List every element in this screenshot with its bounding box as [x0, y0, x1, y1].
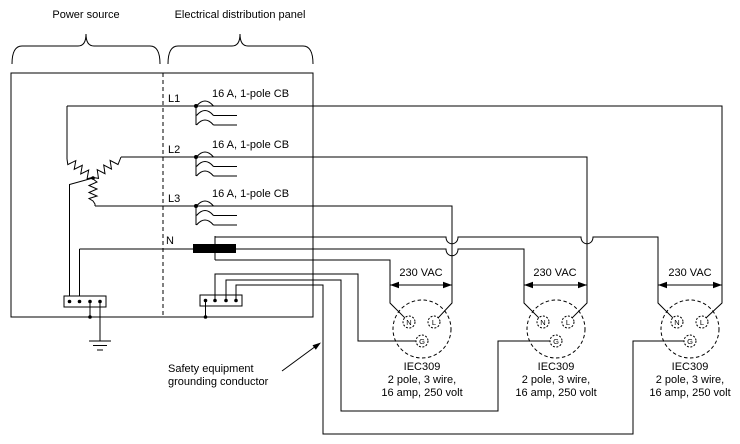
- line-pin: [427, 315, 441, 329]
- voltage-label: 230 VAC: [668, 267, 711, 279]
- junction-dot: [88, 315, 92, 319]
- outlet-1: 230 VAC N L G IEC309 2 pole, 3 wire, 16 …: [381, 267, 462, 399]
- line-pin-label: L: [566, 318, 570, 327]
- power-source-label: Power source: [52, 9, 119, 21]
- enclosure-box: [10, 72, 314, 318]
- breaker-label: 16 A, 1-pole CB: [212, 139, 289, 151]
- neutral-pin: [670, 315, 684, 329]
- outlet-spec-2: 16 amp, 250 volt: [649, 387, 730, 399]
- l3-wire: [95, 205, 453, 319]
- line-pin: [695, 315, 709, 329]
- safety-note-line2: grounding conductor: [168, 376, 269, 388]
- safety-note-line1: Safety equipment: [168, 363, 254, 375]
- outlet-title: IEC309: [672, 361, 709, 373]
- circuit-breaker-l2: 16 A, 1-pole CB: [194, 139, 289, 177]
- outlet-3: 230 VAC N L G IEC309 2 pole, 3 wire, 16 …: [649, 267, 730, 399]
- bus-label-l1: L1: [168, 93, 180, 105]
- terminal-dot: [67, 299, 72, 304]
- ground-pin: [415, 334, 429, 348]
- junction-dot: [203, 315, 208, 319]
- neutral-wire-outlet2: [215, 248, 540, 319]
- breaker-stubs: [213, 166, 237, 177]
- voltage-label: 230 VAC: [533, 267, 576, 279]
- breaker-arcs: [196, 100, 214, 126]
- outlet-2: 230 VAC N L G IEC309 2 pole, 3 wire, 16 …: [515, 267, 596, 399]
- wye-source: [66, 106, 122, 296]
- callout-arrow-line: [281, 345, 317, 372]
- line-pin-label: L: [700, 318, 704, 327]
- winding-upper-left: [66, 158, 93, 180]
- outlet-spec-2: 16 amp, 250 volt: [381, 387, 462, 399]
- neutral-wire-outlet1: [215, 259, 406, 319]
- neutral-input-wire: [79, 248, 215, 296]
- breaker-arcs: [196, 200, 214, 226]
- neutral-pin-label: N: [406, 318, 411, 327]
- outlet-face: [526, 299, 586, 359]
- outlet-spec-1: 2 pole, 3 wire,: [522, 374, 590, 386]
- earth-ground-symbol: [89, 340, 111, 351]
- winding-upper-right: [92, 156, 122, 180]
- safety-grounding-callout: Safety equipment grounding conductor: [168, 342, 321, 388]
- arrowhead-left: [524, 281, 533, 289]
- distribution-panel-label: Electrical distribution panel: [175, 9, 306, 21]
- breaker-label: 16 A, 1-pole CB: [212, 88, 289, 100]
- breaker-arcs: [196, 151, 214, 177]
- arrowhead-left: [390, 281, 399, 289]
- callout-arrowhead: [312, 342, 321, 350]
- neutral-pin: [402, 315, 416, 329]
- arrowhead-right: [578, 281, 587, 289]
- voltage-label: 230 VAC: [399, 267, 442, 279]
- ground-terminal-block: [199, 273, 684, 435]
- outlet-title: IEC309: [404, 361, 441, 373]
- breaker-stubs: [213, 115, 237, 126]
- bus-label-n: N: [166, 235, 174, 247]
- neutral-bus: [79, 236, 674, 319]
- circuit-breaker-l1: 16 A, 1-pole CB: [194, 88, 289, 126]
- outlet-spec-1: 2 pole, 3 wire,: [656, 374, 724, 386]
- ground-pin: [549, 334, 563, 348]
- neutral-pin-label: N: [674, 318, 679, 327]
- neutral-pin-label: N: [540, 318, 545, 327]
- line-pin: [561, 315, 575, 329]
- ground-pin-label: G: [553, 337, 559, 346]
- outlet-title: IEC309: [538, 361, 575, 373]
- ground-pin-label: G: [419, 337, 425, 346]
- ground-wire-outlet1: [214, 273, 416, 342]
- bus-label-l2: L2: [168, 144, 180, 156]
- winding-lower: [87, 178, 99, 206]
- arrowhead-right: [713, 281, 722, 289]
- neutral-bus-bar: [193, 244, 236, 253]
- breaker-label: 16 A, 1-pole CB: [212, 188, 289, 200]
- power-terminal-block: [63, 295, 111, 351]
- outlet-face: [392, 299, 452, 359]
- ground-pin: [683, 334, 697, 348]
- panel-brace: [167, 33, 314, 65]
- l1-wire: [67, 105, 723, 319]
- arrowhead-right: [443, 281, 452, 289]
- power-source-brace: [11, 33, 161, 65]
- neutral-wire-outlet3: [215, 236, 674, 319]
- ground-pin-label: G: [687, 337, 693, 346]
- terminal-block-body: [199, 294, 243, 307]
- circuit-breaker-l3: 16 A, 1-pole CB: [194, 188, 289, 226]
- arrowhead-left: [658, 281, 667, 289]
- outlet-spec-1: 2 pole, 3 wire,: [388, 374, 456, 386]
- outlet-face: [660, 299, 720, 359]
- outlet-spec-2: 16 amp, 250 volt: [515, 387, 596, 399]
- bus-label-l3: L3: [168, 193, 180, 205]
- breaker-stubs: [213, 215, 237, 226]
- terminal-dot: [77, 299, 82, 304]
- terminal-block-body: [63, 295, 107, 308]
- l2-wire: [121, 156, 588, 319]
- ground-wire-outlet3: [235, 284, 684, 435]
- line-pin-label: L: [432, 318, 436, 327]
- ground-wire-outlet2: [225, 279, 550, 412]
- neutral-pin: [536, 315, 550, 329]
- neutral-center-tap-wire: [69, 177, 94, 296]
